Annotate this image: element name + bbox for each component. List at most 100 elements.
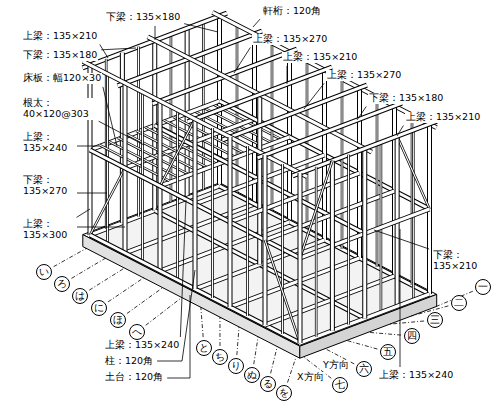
member-outline xyxy=(228,137,233,307)
member-face xyxy=(247,231,248,316)
member-outline xyxy=(211,213,214,298)
grid-marker: 三 xyxy=(427,312,443,328)
member-face xyxy=(107,74,108,159)
member-outline xyxy=(211,128,214,213)
frame-member xyxy=(413,215,414,300)
frame-member xyxy=(195,119,196,289)
member-face xyxy=(90,168,125,235)
grid-mark-text: へ xyxy=(132,327,142,337)
member-face xyxy=(397,136,429,209)
leader-line xyxy=(357,106,366,120)
member-face xyxy=(331,161,334,331)
frame-member xyxy=(397,136,429,209)
grid-marker: 六 xyxy=(356,361,372,377)
grid-line xyxy=(237,327,239,355)
member-outline xyxy=(376,97,379,267)
direction-label: X方向 xyxy=(296,372,325,383)
member-outline xyxy=(83,61,307,176)
member-face xyxy=(177,195,178,280)
leader-line xyxy=(167,295,190,378)
member-outline xyxy=(141,177,144,262)
leader-line xyxy=(99,121,144,145)
grid-marker: る xyxy=(260,376,276,392)
grid-line xyxy=(288,356,297,382)
member-face xyxy=(380,142,381,227)
leader-line xyxy=(103,87,117,146)
grid-mark-text: 五 xyxy=(383,347,393,357)
member-face xyxy=(194,119,197,289)
leader-line xyxy=(253,19,260,27)
grid-mark-text: は xyxy=(75,291,85,301)
grid-marker: を xyxy=(276,385,292,401)
member-face xyxy=(212,213,213,298)
grid-mark-text: ぬ xyxy=(247,370,257,380)
grid-marker: ろ xyxy=(54,276,70,292)
member-face xyxy=(380,227,381,312)
grid-marker: い xyxy=(36,264,52,280)
frame-member xyxy=(282,164,283,249)
member-face xyxy=(376,97,377,267)
grid-line xyxy=(127,288,163,314)
member-outline xyxy=(347,240,350,325)
frame-member xyxy=(364,149,365,319)
member-outline xyxy=(300,161,332,258)
frame-member xyxy=(380,227,381,312)
member-callout: 軒桁：120角 xyxy=(262,6,322,17)
member-callout: 下梁：135×180 xyxy=(105,12,181,23)
grid-line xyxy=(254,337,258,364)
grid-marker: 二 xyxy=(451,295,467,311)
member-callout: 上梁：135×240 xyxy=(378,370,454,381)
frame-member xyxy=(223,85,367,140)
grid-marker: は xyxy=(72,288,88,304)
grid-mark-text: 四 xyxy=(407,331,417,341)
frame-member xyxy=(142,177,143,262)
grid-mark-text: ち xyxy=(215,352,225,362)
leader-line xyxy=(77,209,90,217)
frame-member xyxy=(316,252,317,337)
grid-mark-text: 二 xyxy=(454,298,464,308)
member-face xyxy=(299,173,302,343)
member-face xyxy=(229,137,232,307)
grid-marker: り xyxy=(228,358,244,374)
frame-member xyxy=(247,146,248,231)
grid-mark-text: 三 xyxy=(430,315,440,325)
member-callout: 上梁： 135×240 xyxy=(22,132,74,154)
member-face xyxy=(230,173,360,222)
grid-line xyxy=(89,268,124,290)
frame-member xyxy=(83,61,307,176)
grid-mark-text: 一 xyxy=(478,282,488,292)
member-callout: 土台：120角 xyxy=(104,372,164,383)
member-outline xyxy=(281,164,284,249)
member-callout: 上梁：135×210 xyxy=(282,52,358,63)
member-face xyxy=(300,161,332,258)
member-outline xyxy=(397,136,429,209)
frame-member xyxy=(348,155,349,240)
member-callout: 上梁：135×210 xyxy=(405,112,481,123)
member-face xyxy=(142,177,143,262)
member-outline xyxy=(230,173,360,222)
member-outline xyxy=(380,227,383,312)
member-face xyxy=(148,37,372,152)
leader-line xyxy=(184,24,218,32)
grid-line xyxy=(390,321,424,324)
member-face xyxy=(265,191,395,240)
grid-mark-text: と xyxy=(199,343,209,353)
member-outline xyxy=(223,85,367,140)
grid-marker: 四 xyxy=(404,328,420,344)
grid-line xyxy=(108,278,143,302)
grid-marker: へ xyxy=(129,324,145,340)
grid-line xyxy=(271,347,278,374)
grid-line xyxy=(219,317,220,346)
member-callout: 根太： 40×120@303 xyxy=(22,98,96,120)
grid-mark-text: ほ xyxy=(113,315,123,325)
member-outline xyxy=(347,155,350,240)
grid-mark-text: 七 xyxy=(335,380,345,390)
member-outline xyxy=(293,121,437,176)
frame-member xyxy=(188,67,332,122)
member-face xyxy=(316,252,317,337)
frame-member xyxy=(332,161,333,331)
member-outline xyxy=(193,119,198,289)
grid-mark-text: に xyxy=(94,303,104,313)
